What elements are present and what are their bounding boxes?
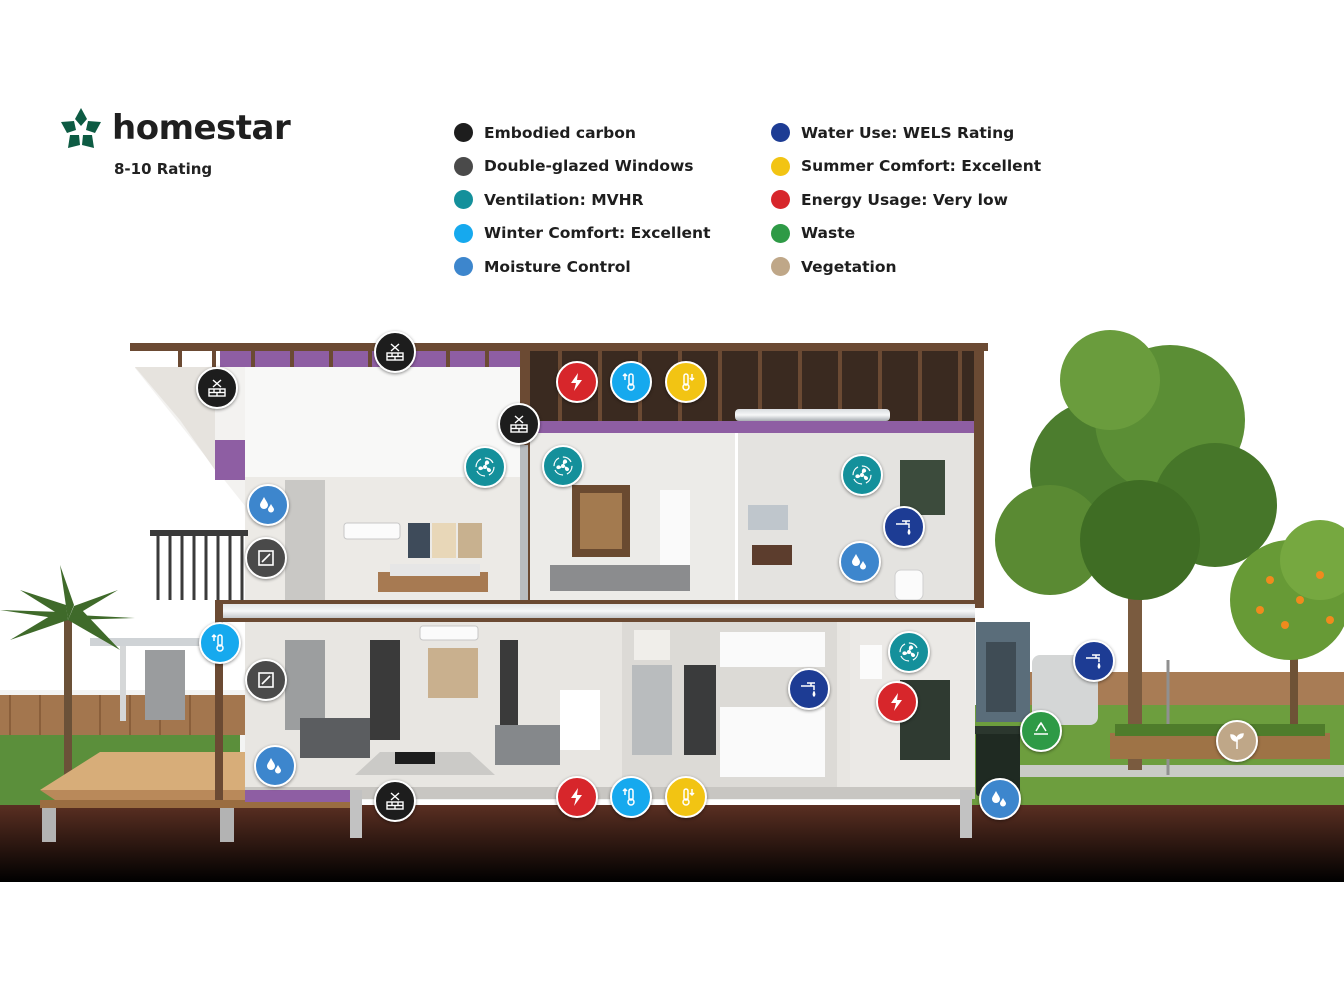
legend-item-carbon: Embodied carbon: [454, 116, 711, 150]
legend-swatch: [454, 257, 473, 277]
legend-label: Water Use: WELS Rating: [801, 123, 1015, 142]
legend-item-summer: Summer Comfort: Excellent: [771, 150, 1041, 184]
hotspot-veg[interactable]: [1216, 720, 1258, 762]
fan-icon: [899, 642, 919, 662]
brick-wall-icon: [208, 379, 226, 397]
recycle-icon: [1034, 721, 1048, 735]
hotspot-summer[interactable]: [665, 361, 707, 403]
hotspot-moist[interactable]: [839, 541, 881, 583]
window-icon: [258, 550, 274, 566]
legend-label: Vegetation: [801, 257, 897, 276]
hotspot-vent[interactable]: [841, 454, 883, 496]
fan-icon: [475, 457, 495, 477]
legend-label: Embodied carbon: [484, 123, 636, 142]
legend-swatch: [771, 257, 790, 277]
lightning-icon: [571, 788, 582, 806]
water-drops-icon: [260, 497, 274, 513]
hotspot-winter[interactable]: [199, 622, 241, 664]
hotspot-carbon[interactable]: [498, 403, 540, 445]
legend-swatch: [771, 223, 790, 243]
legend-swatch: [454, 223, 473, 243]
fan-icon: [553, 456, 573, 476]
thermometer-up-icon: [622, 372, 635, 391]
homestar-logo: homestar 8-10 Rating: [56, 104, 296, 184]
hotspot-carbon[interactable]: [374, 331, 416, 373]
legend-item-waste: Waste: [771, 217, 1041, 251]
hotspot-moist[interactable]: [979, 778, 1021, 820]
thermometer-up-icon: [622, 787, 635, 806]
fan-icon: [852, 465, 872, 485]
thermometer-down-icon: [682, 373, 695, 391]
hotspot-vent[interactable]: [542, 445, 584, 487]
legend-label: Moisture Control: [484, 257, 631, 276]
legend-swatch: [454, 123, 473, 143]
hotspot-winter[interactable]: [610, 361, 652, 403]
brick-wall-icon: [510, 415, 528, 433]
hotspot-water[interactable]: [1073, 640, 1115, 682]
hotspot-carbon[interactable]: [374, 780, 416, 822]
legend-item-moisture: Moisture Control: [454, 250, 711, 284]
legend-item-windows: Double-glazed Windows: [454, 150, 711, 184]
legend-column-2: Water Use: WELS Rating Summer Comfort: E…: [771, 116, 1041, 284]
window-icon: [258, 672, 274, 688]
hotspot-summer[interactable]: [665, 776, 707, 818]
legend-label: Summer Comfort: Excellent: [801, 157, 1042, 176]
hotspot-winter[interactable]: [610, 776, 652, 818]
brand-name: homestar: [112, 108, 291, 148]
legend-swatch: [454, 156, 473, 176]
tap-icon: [1086, 654, 1101, 670]
water-drops-icon: [852, 554, 866, 570]
hotspot-water[interactable]: [883, 506, 925, 548]
legend-item-water: Water Use: WELS Rating: [771, 116, 1041, 150]
legend-label: Energy Usage: Very low: [801, 190, 1008, 209]
hotspot-windows[interactable]: [245, 537, 287, 579]
house-illustration: [0, 330, 1344, 882]
hotspot-energy[interactable]: [556, 776, 598, 818]
legend-label: Ventilation: MVHR: [484, 190, 644, 209]
brick-wall-icon: [386, 343, 404, 361]
thermometer-up-icon: [211, 633, 224, 652]
fruit-tree: [1230, 520, 1344, 740]
legend-column-1: Embodied carbon Double-glazed Windows Ve…: [454, 116, 711, 284]
water-drops-icon: [992, 791, 1006, 807]
hotspot-moist[interactable]: [254, 745, 296, 787]
legend-item-vegetation: Vegetation: [771, 250, 1041, 284]
hotspot-carbon[interactable]: [196, 367, 238, 409]
hotspot-vent[interactable]: [464, 446, 506, 488]
legend-swatch: [771, 123, 790, 143]
legend-swatch: [771, 190, 790, 210]
palm-tree: [0, 565, 135, 780]
hotspot-water[interactable]: [788, 668, 830, 710]
hotspot-waste[interactable]: [1020, 710, 1062, 752]
legend-swatch: [771, 156, 790, 176]
legend-item-energy: Energy Usage: Very low: [771, 183, 1041, 217]
legend-label: Waste: [801, 224, 856, 243]
legend-item-ventilation: Ventilation: MVHR: [454, 183, 711, 217]
house-cutaway-illustration: [0, 300, 1344, 900]
thermometer-down-icon: [682, 788, 695, 806]
brick-wall-icon: [386, 792, 404, 810]
legend-label: Winter Comfort: Excellent: [484, 224, 711, 243]
hotspot-moist[interactable]: [247, 484, 289, 526]
lightning-icon: [891, 693, 902, 711]
hotspot-windows[interactable]: [245, 659, 287, 701]
plant-icon: [1230, 733, 1244, 749]
hotspot-energy[interactable]: [876, 681, 918, 723]
water-drops-icon: [267, 758, 281, 774]
tap-icon: [896, 520, 911, 536]
tap-icon: [801, 682, 816, 698]
legend-item-winter: Winter Comfort: Excellent: [454, 217, 711, 251]
hotspot-energy[interactable]: [556, 361, 598, 403]
tree: [995, 330, 1277, 770]
legend-swatch: [454, 190, 473, 210]
brand-rating: 8-10 Rating: [114, 160, 213, 178]
legend-label: Double-glazed Windows: [484, 157, 694, 176]
homestar-star-icon: [61, 108, 101, 148]
hotspot-vent[interactable]: [888, 631, 930, 673]
lightning-icon: [571, 373, 582, 391]
